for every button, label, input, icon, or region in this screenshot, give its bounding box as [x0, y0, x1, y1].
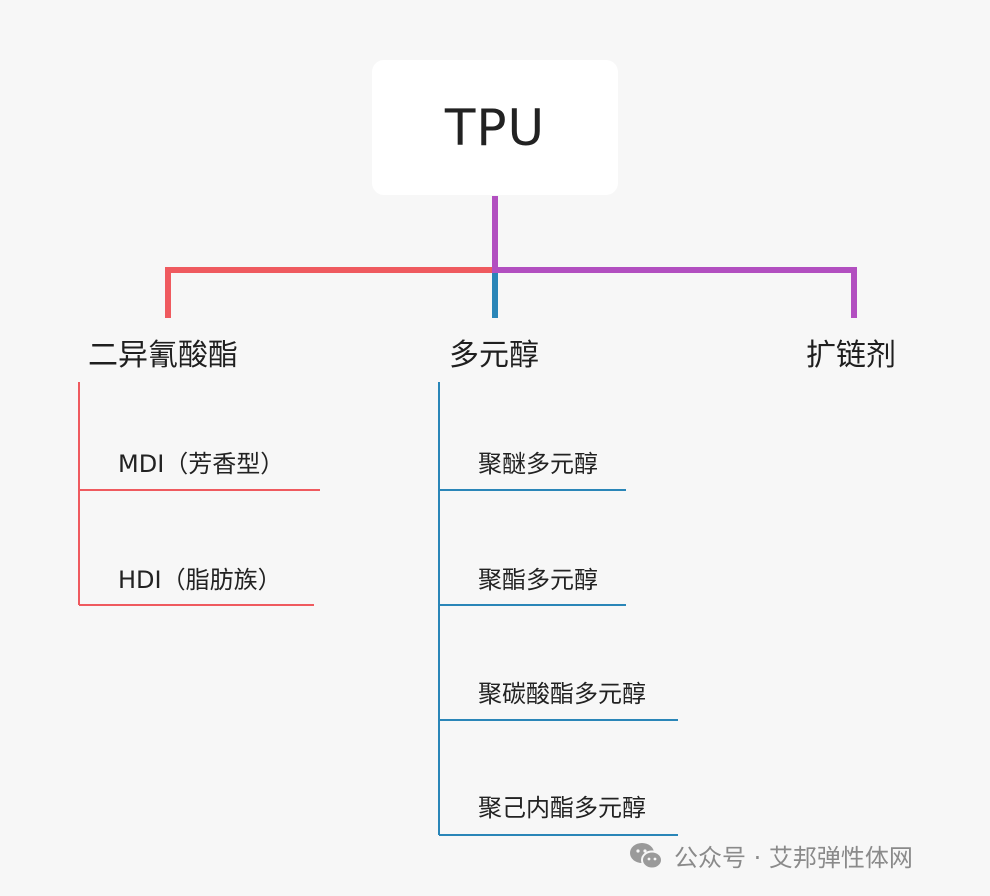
wechat-icon	[630, 842, 663, 869]
watermark-text: 公众号 · 艾邦弹性体网	[674, 844, 913, 872]
root-label: TPU	[444, 98, 546, 157]
connector-purple	[492, 196, 857, 318]
category-diisocyanate: 二异氰酸酯	[88, 338, 238, 373]
item-mdi: MDI（芳香型）	[118, 450, 285, 478]
item-polycaprolactone-polyol: 聚己内酯多元醇	[478, 794, 646, 822]
category-chain-extender: 扩链剂	[806, 338, 896, 373]
item-polyester-polyol: 聚酯多元醇	[478, 566, 598, 594]
root-node: TPU	[372, 60, 618, 195]
connector-red	[165, 267, 495, 318]
watermark: 公众号 · 艾邦弹性体网	[628, 838, 913, 873]
item-hdi: HDI（脂肪族）	[118, 566, 282, 594]
category-polyol: 多元醇	[449, 338, 539, 373]
item-polyether-polyol: 聚醚多元醇	[478, 450, 598, 478]
item-polycarbonate-polyol: 聚碳酸酯多元醇	[478, 680, 646, 708]
